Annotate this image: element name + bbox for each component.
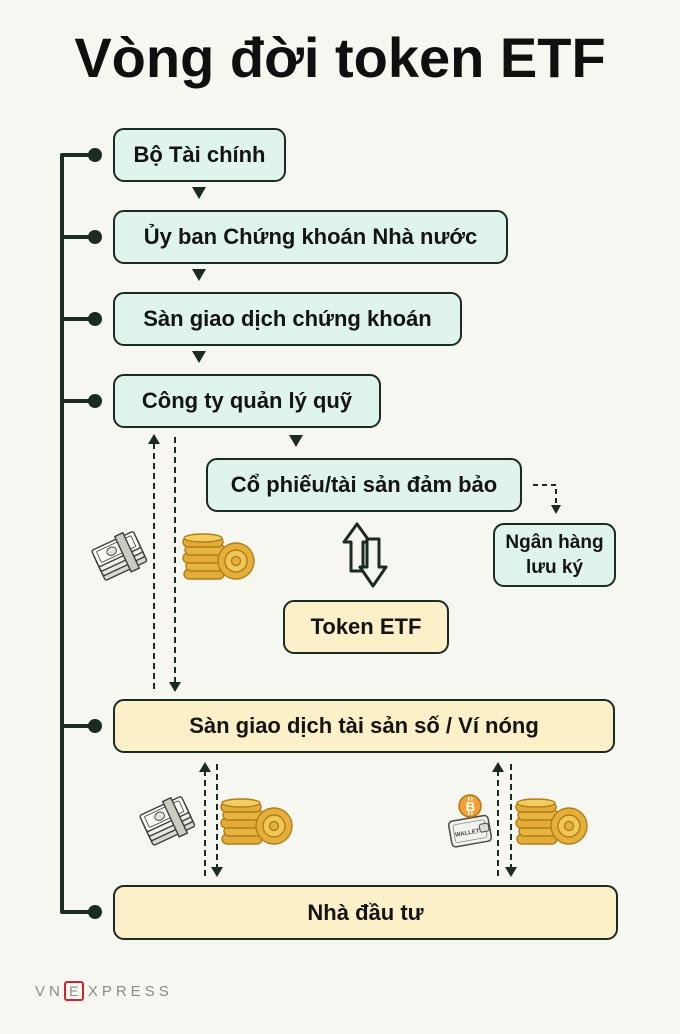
arrowhead-icon xyxy=(551,505,561,514)
down-triangle-icon xyxy=(192,351,206,363)
node-label: Cổ phiếu/tài sản đảm bảo xyxy=(230,472,498,497)
arrowhead-up-icon xyxy=(148,434,160,444)
spine-dot xyxy=(88,394,102,408)
cash-stack-icon xyxy=(138,792,198,848)
ministry-of-finance-node: Bộ Tài chính xyxy=(113,128,286,182)
exchange-investor-flow xyxy=(204,764,512,876)
gold-coins-icon xyxy=(514,793,588,847)
node-label-line1: Ngân hàng xyxy=(505,532,604,553)
securities-commission-node: Ủy ban Chứng khoán Nhà nước xyxy=(113,210,508,264)
custody-dashed-arrow xyxy=(533,484,557,506)
page-title: Vòng đời token ETF xyxy=(74,26,606,89)
fund-exchange-flow xyxy=(153,437,176,689)
arrowhead-down-icon xyxy=(505,867,517,877)
custodian-bank-node: Ngân hàng lưu ký xyxy=(493,523,616,587)
arrowhead-up-icon xyxy=(492,762,504,772)
spine-dots xyxy=(88,148,102,919)
timeline-spine xyxy=(60,153,97,914)
logo-prefix: VN xyxy=(35,982,64,1000)
bitcoin-glyph: B xyxy=(466,799,475,814)
spine-dot xyxy=(88,148,102,162)
gold-coins-icon xyxy=(219,793,293,847)
node-label: Sàn giao dịch chứng khoán xyxy=(143,306,432,331)
arrowhead-down-icon xyxy=(169,682,181,692)
digital-asset-exchange-node: Sàn giao dịch tài sản số / Ví nóng xyxy=(113,699,615,753)
cash-stack-icon xyxy=(90,527,150,583)
fund-management-company-node: Công ty quản lý quỹ xyxy=(113,374,381,428)
wallet-label: WALLET xyxy=(455,829,481,839)
down-triangle-icon xyxy=(289,435,303,447)
spine-dot xyxy=(88,312,102,326)
logo-suffix: XPRESS xyxy=(87,982,173,1000)
spine-dot xyxy=(88,905,102,919)
node-label: Sàn giao dịch tài sản số / Ví nóng xyxy=(189,713,539,738)
token-etf-node: Token ETF xyxy=(283,600,449,654)
collateral-assets-node: Cổ phiếu/tài sản đảm bảo xyxy=(206,458,522,512)
down-triangle-icon xyxy=(192,187,206,199)
spine-dot xyxy=(88,230,102,244)
swap-down-arrow-icon xyxy=(358,537,388,588)
down-triangle-icon xyxy=(192,269,206,281)
node-label: Nhà đầu tư xyxy=(307,899,424,925)
node-label-line2: lưu ký xyxy=(525,557,584,578)
bitcoin-wallet-icon: WALLET B xyxy=(446,791,496,849)
stock-exchange-node: Sàn giao dịch chứng khoán xyxy=(113,292,462,346)
node-label: Công ty quản lý quỹ xyxy=(141,388,353,413)
node-label: Bộ Tài chính xyxy=(133,142,266,167)
logo-mark: E xyxy=(63,981,84,1001)
arrowhead-down-icon xyxy=(211,867,223,877)
node-label: Ủy ban Chứng khoán Nhà nước xyxy=(143,224,478,249)
vnexpress-logo: VN E XPRESS xyxy=(35,979,173,1003)
arrowhead-up-icon xyxy=(199,762,211,772)
spine-line xyxy=(60,153,97,914)
investor-node: Nhà đầu tư xyxy=(113,885,618,940)
gold-coins-icon xyxy=(181,528,255,582)
node-label: Token ETF xyxy=(310,614,422,639)
spine-dot xyxy=(88,719,102,733)
